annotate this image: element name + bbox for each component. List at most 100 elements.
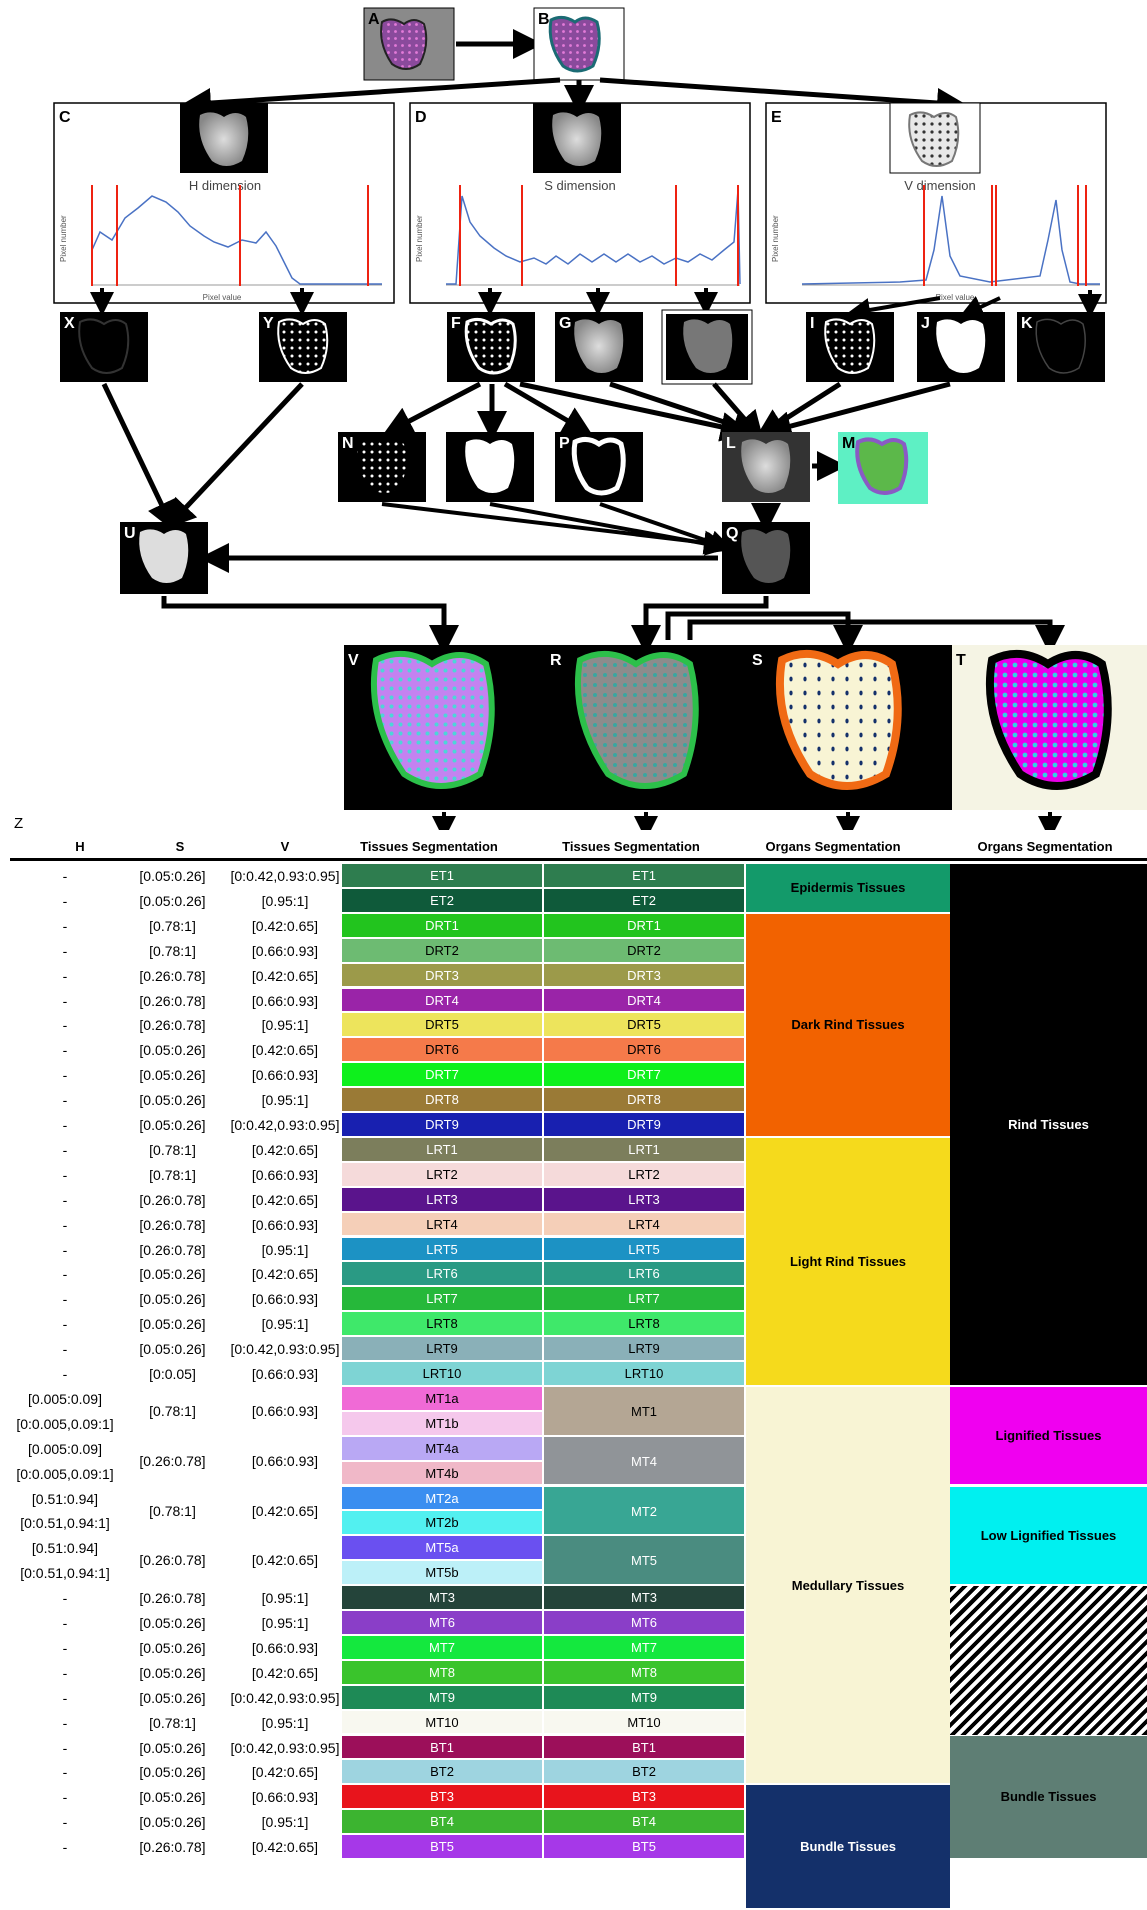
tissue-cell-DRT3: DRT3	[544, 964, 746, 989]
tissue-cell-BT3: BT3	[544, 1785, 746, 1810]
cell-s: [0.05:0.26]	[120, 889, 225, 914]
cell-h: -	[10, 1312, 120, 1337]
panel-b: B	[534, 8, 624, 80]
svg-text:Pixel number: Pixel number	[771, 215, 780, 262]
cell-v: [0.95:1]	[225, 1810, 345, 1835]
cell-h: [0:0.51,0.94:1]	[10, 1511, 120, 1536]
cell-h: -	[10, 1063, 120, 1088]
panel-h: H	[662, 310, 752, 384]
cell-h: -	[10, 1636, 120, 1661]
organ-group-1: Dark Rind Tissues	[746, 914, 950, 1138]
cell-v: [0.66:0.93]	[225, 939, 345, 964]
cell-s: [0.05:0.26]	[120, 1262, 225, 1287]
tissue-cell-BT4: BT4	[544, 1810, 746, 1835]
tissue-cell-DRT7: DRT7	[342, 1063, 544, 1088]
tissue-cell-DRT9: DRT9	[544, 1113, 746, 1138]
tissue-cell-DRT2: DRT2	[544, 939, 746, 964]
s-dimension-title: S dimension	[544, 178, 616, 193]
organ2-group-0: Rind Tissues	[950, 864, 1147, 1387]
cell-s: [0.26:0.78]	[120, 964, 225, 989]
tissue-cell-LRT7: LRT7	[342, 1287, 544, 1312]
header-h: H	[40, 836, 120, 858]
tissue-cell-ET1: ET1	[342, 864, 544, 889]
tissue-cell-ET2: ET2	[544, 889, 746, 914]
label-c: C	[59, 109, 71, 126]
cell-s: [0.78:1]	[120, 1387, 225, 1437]
tissue-cell-LRT9: LRT9	[342, 1337, 544, 1362]
cell-s: [0.26:0.78]	[120, 1586, 225, 1611]
cell-v: [0.66:0.93]	[225, 1287, 345, 1312]
cell-h: -	[10, 1138, 120, 1163]
panel-f: F	[447, 312, 535, 382]
tissue-cell-BT5: BT5	[544, 1835, 746, 1860]
cell-h: -	[10, 964, 120, 989]
tissue-cell-MT9: MT9	[544, 1686, 746, 1711]
panel-k: K	[1017, 312, 1105, 382]
cell-v: [0.66:0.93]	[225, 989, 345, 1014]
organ2-group-1: Lignified Tissues	[950, 1387, 1147, 1487]
cell-s: [0.05:0.26]	[120, 1063, 225, 1088]
cell-s: [0.05:0.26]	[120, 864, 225, 889]
cell-v: [0.95:1]	[225, 1013, 345, 1038]
tissue-cell-MT5b: MT5b	[342, 1561, 544, 1586]
svg-text:J: J	[921, 315, 930, 332]
panel-l: L	[722, 432, 810, 502]
header-organs-2: Organs Segmentation	[950, 836, 1140, 858]
cell-h: -	[10, 989, 120, 1014]
cell-v: [0.95:1]	[225, 1312, 345, 1337]
cell-s: [0.05:0.26]	[120, 1636, 225, 1661]
panel-c-h-histogram: C H dimension Pixel number Pixel value	[54, 103, 394, 303]
cell-v: [0.42:0.65]	[225, 1038, 345, 1063]
cell-h: -	[10, 1163, 120, 1188]
tissue-cell-DRT6: DRT6	[342, 1038, 544, 1063]
panel-a: A	[364, 8, 454, 80]
cell-h: -	[10, 1337, 120, 1362]
cell-s: [0.05:0.26]	[120, 1038, 225, 1063]
cell-v: [0.42:0.65]	[225, 1835, 345, 1860]
tissue-cell-LRT7: LRT7	[544, 1287, 746, 1312]
cell-h: -	[10, 1611, 120, 1636]
cell-s: [0.26:0.78]	[120, 1835, 225, 1860]
tissue-cell-MT10: MT10	[544, 1711, 746, 1736]
tissue-cell-LRT5: LRT5	[544, 1238, 746, 1263]
cell-v: [0.42:0.65]	[225, 914, 345, 939]
cell-v: [0.66:0.93]	[225, 1213, 345, 1238]
panel-o: O	[446, 432, 534, 502]
svg-text:S: S	[752, 652, 763, 669]
panel-m: M	[838, 432, 928, 504]
cell-s: [0.78:1]	[120, 939, 225, 964]
tissue-cell-ET1: ET1	[544, 864, 746, 889]
organ2-group-2: Low Lignified Tissues	[950, 1487, 1147, 1587]
tissue-cell-ET2: ET2	[342, 889, 544, 914]
tissue-cell-LRT3: LRT3	[342, 1188, 544, 1213]
cell-h: -	[10, 914, 120, 939]
cell-h: -	[10, 1760, 120, 1785]
tissue-cell-LRT4: LRT4	[342, 1213, 544, 1238]
panel-n: N	[338, 432, 426, 502]
tissue-cell-DRT4: DRT4	[342, 989, 544, 1014]
cell-s: [0.05:0.26]	[120, 1661, 225, 1686]
tissue-cell-DRT9: DRT9	[342, 1113, 544, 1138]
label-b: B	[538, 11, 550, 28]
tissue-cell-MT8: MT8	[544, 1661, 746, 1686]
organ2-group-3: Bundle Tissues	[950, 1736, 1147, 1861]
tissue-cell-LRT9: LRT9	[544, 1337, 746, 1362]
panel-g: G	[555, 312, 643, 382]
cell-h: -	[10, 864, 120, 889]
cell-v: [0:0.42,0.93:0.95]	[225, 1337, 345, 1362]
cell-v: [0.42:0.65]	[225, 1262, 345, 1287]
tissue-cell-DRT8: DRT8	[342, 1088, 544, 1113]
tissue-cell-MT3: MT3	[342, 1586, 544, 1611]
cell-s: [0.05:0.26]	[120, 1287, 225, 1312]
tissue-cell-MT4: MT4	[544, 1437, 746, 1487]
tissue-cell-BT1: BT1	[342, 1736, 544, 1761]
label-e: E	[771, 109, 782, 126]
cell-s: [0.05:0.26]	[120, 1312, 225, 1337]
cell-s: [0.78:1]	[120, 1138, 225, 1163]
tissue-cell-MT4b: MT4b	[342, 1462, 544, 1487]
tissue-cell-MT6: MT6	[544, 1611, 746, 1636]
cell-h: -	[10, 1661, 120, 1686]
cell-v: [0:0.42,0.93:0.95]	[225, 1113, 345, 1138]
tissue-cell-LRT8: LRT8	[544, 1312, 746, 1337]
cell-s: [0.26:0.78]	[120, 1536, 225, 1586]
